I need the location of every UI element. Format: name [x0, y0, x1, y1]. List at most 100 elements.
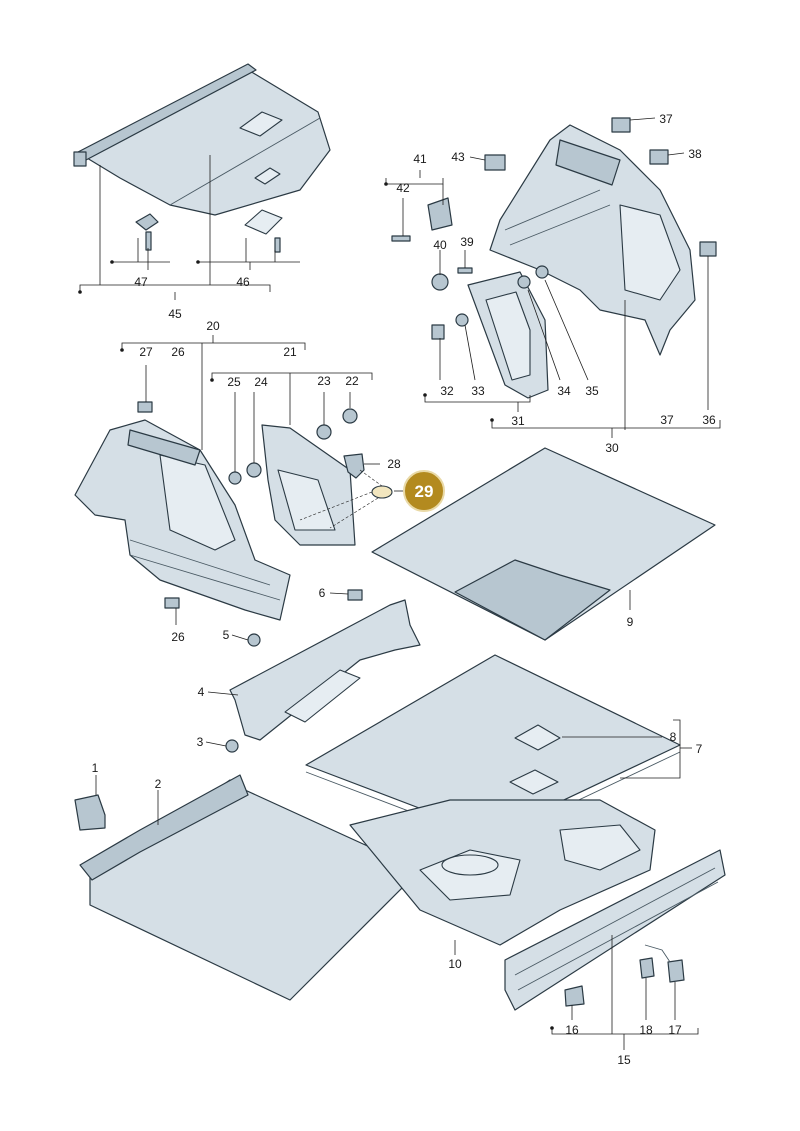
highlight-badge[interactable] — [403, 470, 445, 512]
clip-27[interactable] — [137, 401, 153, 413]
callout-35: 35 — [585, 384, 599, 398]
left-side-trim-assembly — [74, 401, 393, 621]
callout-17: 17 — [668, 1023, 682, 1037]
clip-37-top[interactable] — [611, 117, 631, 133]
handle-trim-46[interactable] — [244, 209, 283, 235]
clip-3[interactable] — [225, 739, 239, 753]
left-trim-window — [159, 454, 236, 551]
clip-5[interactable] — [247, 633, 261, 647]
callout-41: 41 — [413, 152, 427, 166]
loading-sill-assembly — [504, 849, 726, 1011]
callout-47: 47 — [134, 275, 148, 289]
callout-40: 40 — [433, 238, 447, 252]
callout-4: 4 — [198, 685, 205, 699]
clip-32[interactable] — [431, 324, 445, 340]
callout-27: 27 — [139, 345, 153, 359]
clip-33[interactable] — [455, 313, 469, 327]
clip-16[interactable] — [564, 985, 585, 1007]
clip-26[interactable] — [164, 597, 180, 609]
callout-2: 2 — [155, 777, 162, 791]
screw-42[interactable] — [391, 235, 411, 242]
callout-21: 21 — [283, 345, 297, 359]
callout-10: 10 — [448, 957, 462, 971]
clip-47[interactable] — [135, 213, 159, 231]
right-side-trim-panel[interactable] — [489, 124, 696, 356]
lamp-17[interactable] — [667, 959, 685, 983]
connector-18[interactable] — [639, 957, 655, 979]
leader-dots — [78, 182, 554, 1030]
clip-24[interactable] — [246, 462, 262, 478]
loading-floor-mat — [371, 447, 716, 641]
fastener-28[interactable] — [343, 453, 365, 479]
clip-34[interactable] — [517, 275, 531, 289]
sill-panel — [225, 589, 421, 753]
clip-1[interactable] — [74, 794, 106, 831]
callout-7: 7 — [696, 742, 703, 756]
callout-22: 22 — [345, 374, 359, 388]
callout-37-top: 37 — [659, 112, 673, 126]
bracket-41[interactable] — [427, 197, 453, 231]
callout-1: 1 — [92, 761, 99, 775]
clip-22[interactable] — [342, 408, 358, 424]
floor-mat-rear-lip — [79, 774, 249, 881]
roller-end-cap[interactable] — [73, 151, 87, 167]
loading-sill-trim-15[interactable] — [504, 849, 726, 1011]
callout-16: 16 — [565, 1023, 579, 1037]
callout-32: 32 — [440, 384, 454, 398]
nut-6[interactable] — [347, 589, 363, 601]
callout-29: 29 — [415, 482, 434, 501]
mat-underside-fold — [454, 559, 611, 641]
callout-26-top: 26 — [171, 345, 185, 359]
floor-handle-8[interactable] — [514, 724, 561, 751]
highlighted-callout-29[interactable]: 29 — [403, 470, 445, 512]
callout-20: 20 — [206, 319, 220, 333]
callout-38: 38 — [688, 147, 702, 161]
clip-38[interactable] — [649, 149, 669, 165]
callout-34: 34 — [557, 384, 571, 398]
callout-labels: 1 2 3 4 5 6 7 8 9 10 15 16 17 18 20 21 2… — [92, 112, 716, 1067]
left-trim-vent — [127, 429, 201, 466]
callout-23: 23 — [317, 374, 331, 388]
spare-wheel-well-assembly — [349, 799, 656, 946]
highlighted-part-29[interactable] — [371, 485, 393, 499]
right-side-trim-assembly — [391, 117, 717, 399]
luggage-cover-assembly — [73, 63, 331, 253]
callout-3: 3 — [197, 735, 204, 749]
floor-handle-recess — [509, 769, 559, 795]
callout-26-bottom: 26 — [171, 630, 185, 644]
callout-28: 28 — [387, 457, 401, 471]
sill-trim-panel-4[interactable] — [229, 599, 421, 741]
screw-39[interactable] — [457, 267, 473, 274]
screw-25[interactable] — [228, 471, 242, 485]
leader-lines — [79, 117, 721, 1050]
callout-24: 24 — [254, 375, 268, 389]
screw-47[interactable] — [145, 231, 152, 251]
callout-39: 39 — [460, 235, 474, 249]
callout-31: 31 — [511, 414, 525, 428]
screw-46[interactable] — [274, 237, 281, 253]
right-trim-vent — [555, 139, 621, 186]
callout-43: 43 — [451, 150, 465, 164]
clip-36[interactable] — [699, 241, 717, 257]
callout-8: 8 — [670, 730, 677, 744]
cap-40[interactable] — [431, 273, 449, 291]
wheel-well-center — [441, 854, 499, 876]
callout-42: 42 — [396, 181, 410, 195]
callout-5: 5 — [223, 628, 230, 642]
clip-23[interactable] — [316, 424, 332, 440]
callout-45: 45 — [168, 307, 182, 321]
callout-15: 15 — [617, 1053, 631, 1067]
callout-36: 36 — [702, 413, 716, 427]
clip-43[interactable] — [484, 154, 506, 171]
callout-33: 33 — [471, 384, 485, 398]
callout-25: 25 — [227, 375, 241, 389]
floor-mat-assembly — [74, 774, 421, 1001]
floor-mat-2[interactable] — [89, 779, 421, 1001]
cover-handle-recess[interactable] — [239, 111, 283, 137]
callout-9: 9 — [627, 615, 634, 629]
callout-30: 30 — [605, 441, 619, 455]
sill-recess — [284, 669, 361, 723]
clip-35[interactable] — [535, 265, 549, 279]
callout-46: 46 — [236, 275, 250, 289]
